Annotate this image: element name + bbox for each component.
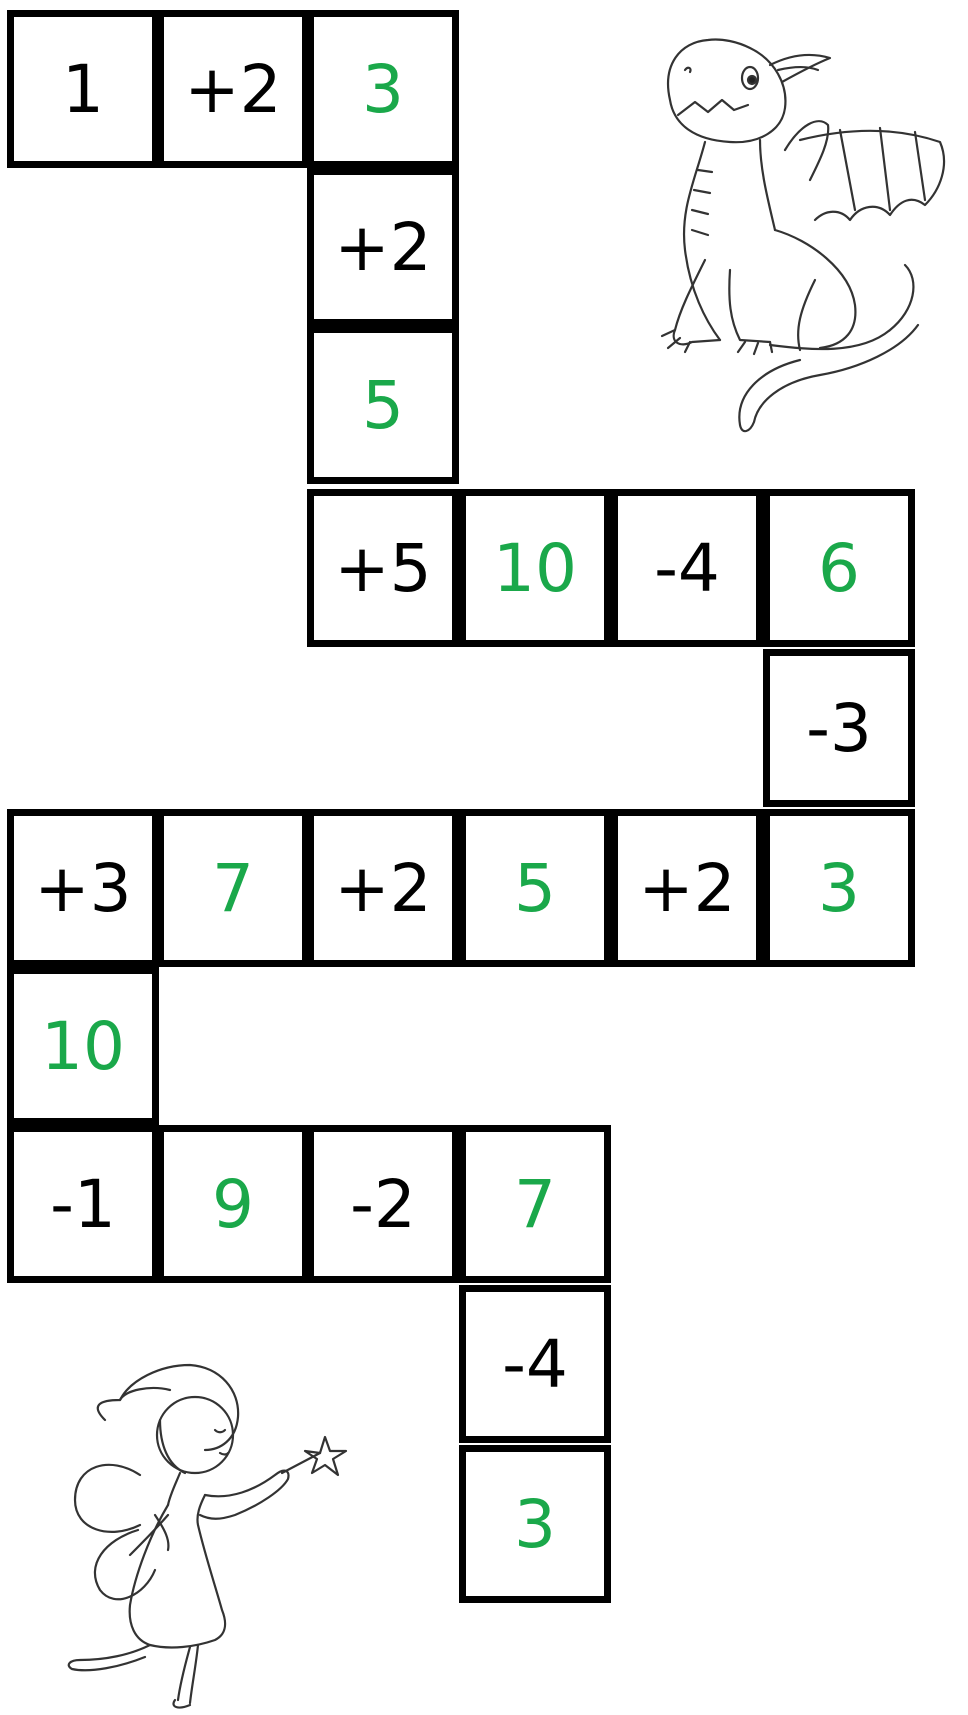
dragon-icon: [650, 30, 968, 440]
fairy-icon: [20, 1355, 360, 1710]
puzzle-cell: -4: [611, 489, 763, 647]
puzzle-cell: 5: [307, 326, 459, 484]
puzzle-cell: -3: [763, 649, 915, 807]
puzzle-cell: -2: [307, 1125, 459, 1283]
puzzle-cell: 3: [763, 809, 915, 967]
puzzle-cell: -4: [459, 1285, 611, 1443]
puzzle-cell: +2: [307, 809, 459, 967]
puzzle-cell: 5: [459, 809, 611, 967]
puzzle-cell: 10: [459, 489, 611, 647]
puzzle-cell: 1: [7, 10, 159, 168]
puzzle-cell: 6: [763, 489, 915, 647]
puzzle-cell: -1: [7, 1125, 159, 1283]
puzzle-cell: +2: [157, 10, 309, 168]
puzzle-cell: 7: [157, 809, 309, 967]
puzzle-cell: 7: [459, 1125, 611, 1283]
puzzle-cell: +5: [307, 489, 459, 647]
puzzle-cell: 9: [157, 1125, 309, 1283]
puzzle-cell: 3: [307, 10, 459, 168]
puzzle-cell: +2: [307, 168, 459, 326]
puzzle-cell: 10: [7, 967, 159, 1125]
puzzle-cell: +2: [611, 809, 763, 967]
puzzle-cell: +3: [7, 809, 159, 967]
puzzle-cell: 3: [459, 1445, 611, 1603]
